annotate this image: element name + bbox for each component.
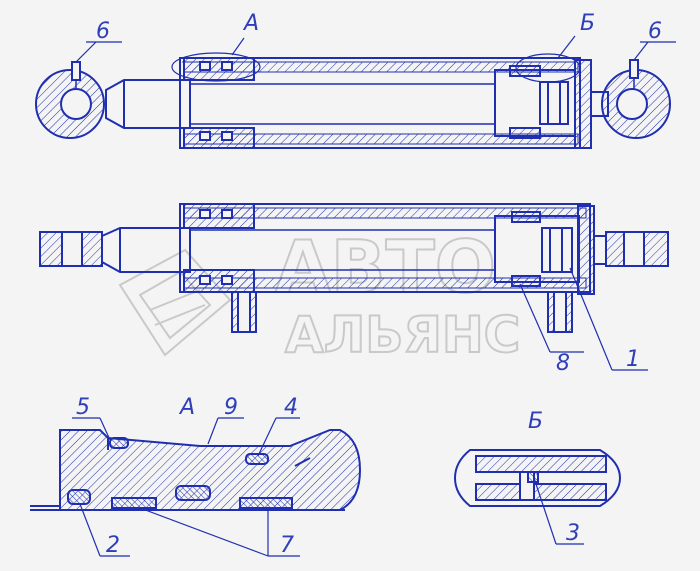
label-pos3: 3 xyxy=(566,521,580,546)
label-view-b-top: Б xyxy=(580,11,595,36)
guide-ring-7a xyxy=(111,497,157,509)
label-pos2: 2 xyxy=(106,533,120,558)
seal-4 xyxy=(245,453,269,465)
label-pos9: 9 xyxy=(224,395,238,420)
watermark-line1: АВТО xyxy=(275,225,496,309)
label-pos8: 8 xyxy=(556,351,570,376)
label-view-a-detail: А xyxy=(178,395,195,420)
label-view-a-top: А xyxy=(242,11,259,36)
detail-a-view xyxy=(30,417,362,557)
label-pos6-right: 6 xyxy=(648,19,662,44)
watermark-logo-icon xyxy=(118,248,232,357)
seal-2 xyxy=(67,489,91,505)
label-pos7: 7 xyxy=(280,533,294,558)
seal-9 xyxy=(175,485,211,501)
top-cylinder-view xyxy=(35,35,676,149)
watermark-line2: АЛЬЯНС xyxy=(285,306,520,364)
seal-5 xyxy=(109,437,129,449)
label-view-b-detail: Б xyxy=(528,409,543,434)
label-pos1: 1 xyxy=(626,347,640,372)
watermark: АВТО АЛЬЯНС xyxy=(118,224,521,365)
label-pos5: 5 xyxy=(76,395,90,420)
detail-b-view xyxy=(453,449,622,545)
label-pos6-left: 6 xyxy=(96,19,110,44)
label-pos4: 4 xyxy=(284,395,298,420)
middle-cylinder-view xyxy=(39,203,669,371)
guide-ring-7b xyxy=(239,497,293,509)
seal-3 xyxy=(527,471,539,483)
